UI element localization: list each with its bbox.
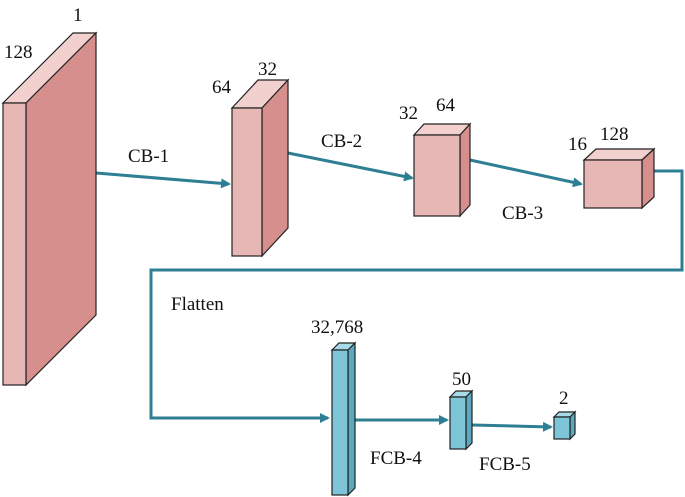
- fcb4-connection-label: FCB-4: [370, 448, 422, 469]
- cb1-width-label: 32: [258, 59, 277, 80]
- fc-flat-block-front: [331, 349, 349, 496]
- fc5-block-front: [553, 416, 571, 440]
- cb3-connection-label: CB-3: [502, 203, 543, 224]
- input-block-front: [2, 102, 27, 386]
- fc-flat-block-side: [347, 341, 356, 497]
- fc5-block-side: [569, 410, 576, 441]
- cb1-block: [230, 78, 290, 258]
- fc4-size-label: 50: [452, 369, 471, 390]
- cb3-block-front: [583, 159, 643, 209]
- input-width-label: 1: [73, 5, 83, 26]
- cb2-block: [412, 122, 472, 218]
- cb1-block-front: [231, 107, 263, 257]
- fc-flat-size-label: 32,768: [311, 317, 363, 338]
- cb3-block: [582, 147, 656, 210]
- arrow-cb1: [95, 171, 231, 189]
- cb3-height-label: 16: [568, 134, 587, 155]
- cb2-block-side: [459, 122, 471, 218]
- fc4-block: [448, 389, 474, 451]
- arrow-flatten: [149, 169, 684, 423]
- flatten-connection-label: Flatten: [171, 294, 224, 315]
- cb1-height-label: 64: [212, 77, 232, 98]
- cb2-connection-label: CB-2: [321, 131, 362, 152]
- connections: [95, 151, 684, 432]
- fc-flat-block: [330, 341, 357, 497]
- cb2-height-label: 32: [399, 103, 418, 124]
- fc4-block-front: [449, 396, 467, 450]
- fc5-size-label: 2: [559, 388, 569, 409]
- cb2-width-label: 64: [436, 95, 456, 116]
- arrow-fcb5: [471, 421, 553, 432]
- arrow-cb2: [287, 151, 414, 182]
- cb1-block-side: [261, 78, 289, 258]
- input-height-label: 128: [4, 42, 33, 63]
- arrow-cb3: [469, 158, 583, 188]
- cb1-connection-label: CB-1: [128, 146, 169, 167]
- fc5-block: [552, 410, 577, 441]
- cb3-block-side: [641, 147, 655, 210]
- fc4-block-side: [465, 389, 473, 451]
- fcb5-connection-label: FCB-5: [479, 454, 531, 475]
- cb3-width-label: 128: [600, 124, 629, 145]
- input-block: [1, 31, 98, 387]
- cb2-block-front: [413, 134, 461, 217]
